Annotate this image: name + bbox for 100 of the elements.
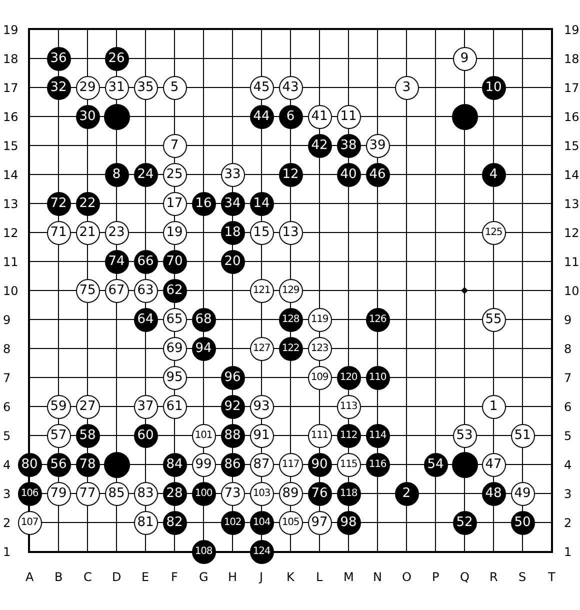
go-stone: 89 bbox=[278, 482, 302, 506]
row-number: 4 bbox=[564, 458, 572, 472]
go-stone: 7 bbox=[162, 134, 186, 158]
go-stone: 41 bbox=[308, 104, 332, 128]
column-letter: R bbox=[490, 570, 498, 584]
go-stone: 120 bbox=[336, 366, 360, 390]
column-letter: P bbox=[432, 570, 440, 584]
column-letter: E bbox=[142, 570, 150, 584]
go-stone: 98 bbox=[336, 510, 360, 534]
go-stone: 113 bbox=[336, 394, 360, 418]
row-number: 15 bbox=[3, 138, 18, 152]
go-stone: 86 bbox=[220, 452, 244, 476]
go-stone: 126 bbox=[366, 308, 390, 332]
go-stone: 59 bbox=[46, 394, 70, 418]
go-stone: 73 bbox=[220, 482, 244, 506]
go-stone: 127 bbox=[250, 336, 274, 360]
row-number: 10 bbox=[3, 284, 18, 298]
column-letter: G bbox=[199, 570, 208, 584]
go-stone: 48 bbox=[482, 482, 506, 506]
go-stone: 30 bbox=[76, 104, 100, 128]
column-letter: S bbox=[518, 570, 526, 584]
go-stone: 17 bbox=[162, 192, 186, 216]
go-stone: 52 bbox=[452, 510, 476, 534]
go-stone: 82 bbox=[162, 510, 186, 534]
go-stone: 64 bbox=[134, 308, 158, 332]
go-stone: 99 bbox=[192, 452, 216, 476]
go-stone: 112 bbox=[336, 424, 360, 448]
go-stone: 45 bbox=[250, 76, 274, 100]
stone-icon bbox=[452, 452, 478, 478]
row-number: 9 bbox=[3, 312, 11, 326]
row-number: 14 bbox=[3, 168, 18, 182]
go-stone: 106 bbox=[18, 482, 42, 506]
go-stone: 85 bbox=[104, 482, 128, 506]
go-stone: 20 bbox=[220, 250, 244, 274]
row-number: 18 bbox=[564, 52, 580, 66]
stone-icon bbox=[104, 452, 130, 478]
go-stone: 68 bbox=[192, 308, 216, 332]
row-number: 1 bbox=[564, 544, 572, 558]
column-letter: N bbox=[373, 570, 382, 584]
go-stone: 56 bbox=[46, 452, 70, 476]
row-number: 18 bbox=[3, 52, 18, 66]
go-stone: 80 bbox=[18, 452, 42, 476]
go-stone: 34 bbox=[220, 192, 244, 216]
go-stone: 25 bbox=[162, 162, 186, 186]
go-stone: 119 bbox=[308, 308, 332, 332]
go-stone: 91 bbox=[250, 424, 274, 448]
go-stone: 87 bbox=[250, 452, 274, 476]
row-number: 9 bbox=[564, 312, 572, 326]
row-number: 11 bbox=[564, 254, 580, 268]
column-letter: T bbox=[548, 570, 556, 584]
go-stone: 22 bbox=[76, 192, 100, 216]
go-stone: 107 bbox=[18, 510, 42, 534]
go-stone: 27 bbox=[76, 394, 100, 418]
go-stone: 110 bbox=[366, 366, 390, 390]
stone-icon bbox=[452, 104, 478, 130]
go-stone: 129 bbox=[278, 278, 302, 302]
go-stone: 37 bbox=[134, 394, 158, 418]
go-stone: 102 bbox=[220, 510, 244, 534]
go-stone: 33 bbox=[220, 162, 244, 186]
go-stone: 96 bbox=[220, 366, 244, 390]
go-stone: 108 bbox=[192, 540, 216, 564]
column-letter: K bbox=[286, 570, 294, 584]
go-stone: 43 bbox=[278, 76, 302, 100]
go-stone: 18 bbox=[220, 220, 244, 244]
column-letter: H bbox=[228, 570, 238, 584]
go-stone: 24 bbox=[134, 162, 158, 186]
go-stone: 1 bbox=[482, 394, 506, 418]
go-stone: 54 bbox=[424, 452, 448, 476]
row-number: 13 bbox=[3, 196, 18, 210]
row-number: 8 bbox=[3, 342, 11, 356]
go-stone: 31 bbox=[104, 76, 128, 100]
go-stone: 78 bbox=[76, 452, 100, 476]
go-stone: 74 bbox=[104, 250, 128, 274]
row-number: 1 bbox=[3, 544, 11, 558]
go-stone: 2 bbox=[394, 482, 418, 506]
go-stone: 19 bbox=[162, 220, 186, 244]
row-number: 12 bbox=[3, 226, 18, 240]
go-stone: 61 bbox=[162, 394, 186, 418]
row-number: 2 bbox=[564, 516, 572, 530]
go-stone: 109 bbox=[308, 366, 332, 390]
row-number: 5 bbox=[3, 428, 11, 442]
row-number: 3 bbox=[564, 486, 572, 500]
go-stone: 49 bbox=[510, 482, 534, 506]
go-stone: 114 bbox=[366, 424, 390, 448]
row-number: 16 bbox=[564, 110, 580, 124]
go-stone: 62 bbox=[162, 278, 186, 302]
go-stone: 92 bbox=[220, 394, 244, 418]
row-number: 14 bbox=[564, 168, 580, 182]
row-number: 12 bbox=[564, 226, 580, 240]
go-stone: 55 bbox=[482, 308, 506, 332]
go-stone: 28 bbox=[162, 482, 186, 506]
go-stone: 60 bbox=[134, 424, 158, 448]
go-stone: 13 bbox=[278, 220, 302, 244]
go-stone: 95 bbox=[162, 366, 186, 390]
go-stone: 14 bbox=[250, 192, 274, 216]
go-stone: 105 bbox=[278, 510, 302, 534]
go-stone: 47 bbox=[482, 452, 506, 476]
go-stone: 103 bbox=[250, 482, 274, 506]
go-stone: 70 bbox=[162, 250, 186, 274]
go-stone: 71 bbox=[46, 220, 70, 244]
